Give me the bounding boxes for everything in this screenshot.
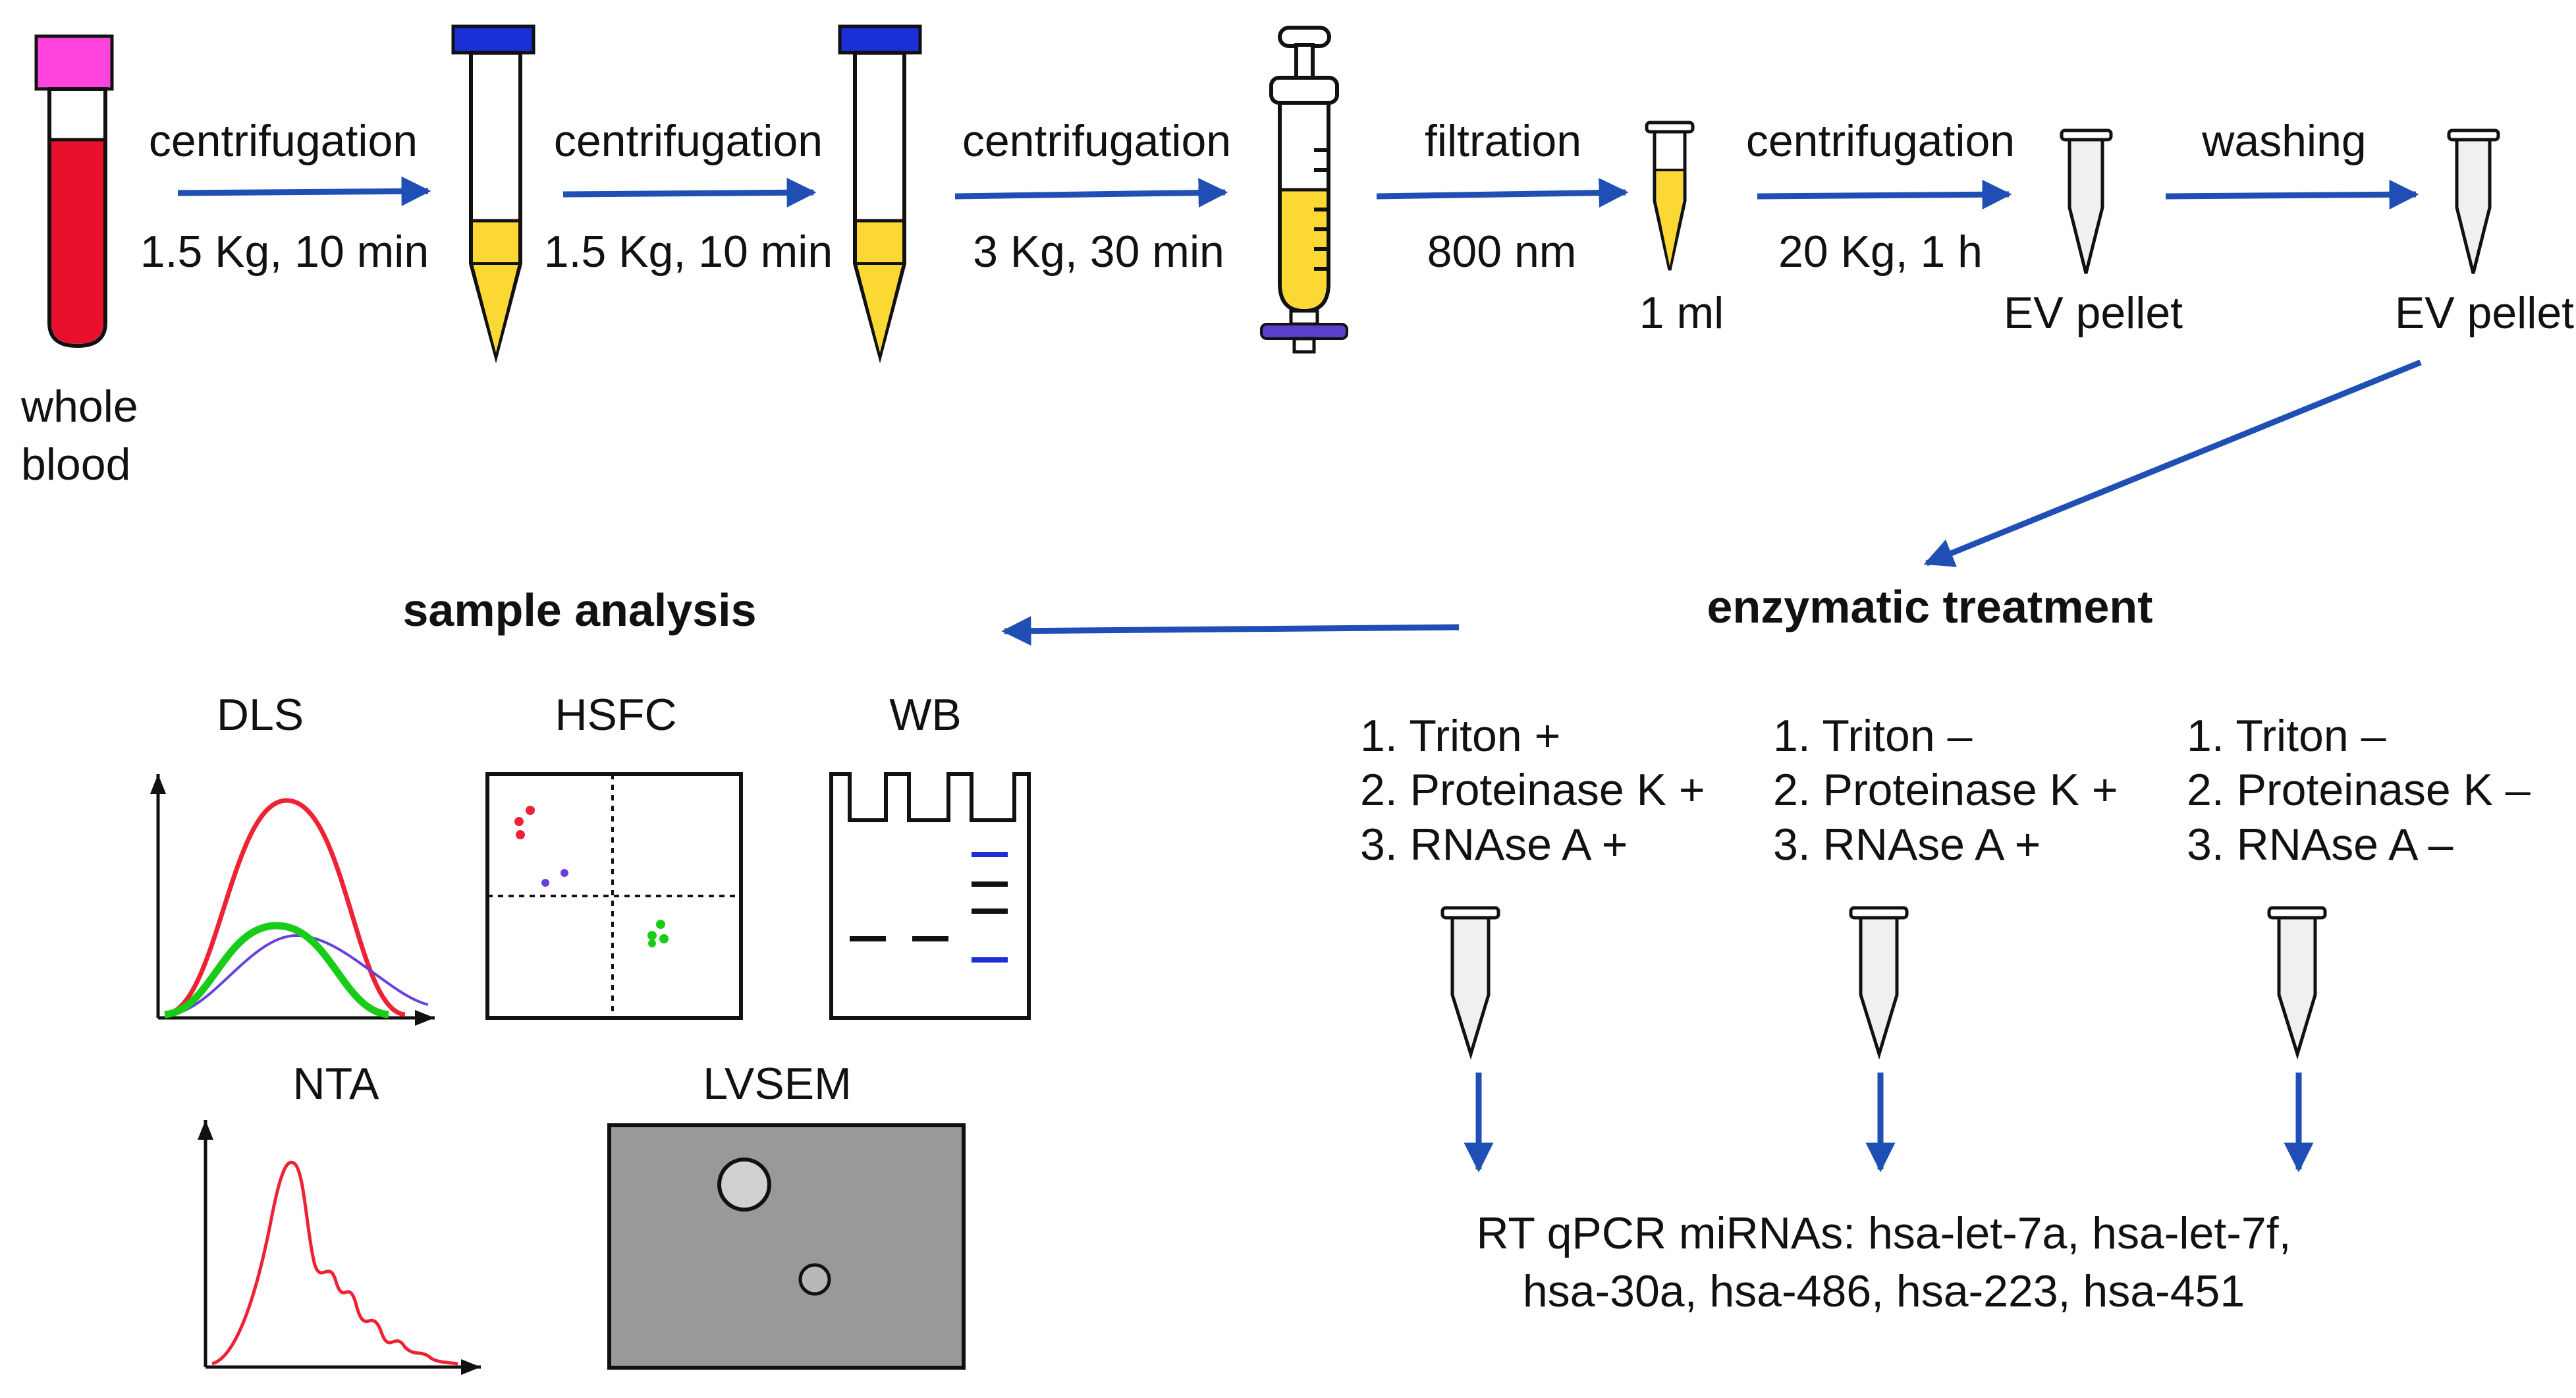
hsfc-label: HSFC [555, 690, 676, 740]
step6-label: washing [2201, 116, 2367, 166]
step1-label: centrifugation [149, 116, 418, 166]
condition-2-proteinase: 2. Proteinase K + [1773, 765, 2118, 815]
ev-pellet-label: EV pellet [2004, 288, 2183, 338]
condition-3-proteinase: 2. Proteinase K – [2187, 765, 2531, 815]
condition-2-rnase: 3. RNAse A + [1773, 820, 2041, 870]
centrifuge-tube-icon [838, 24, 922, 364]
step1-arrow [177, 176, 431, 206]
result-line1: RT qPCR miRNAs: hsa-let-7a, hsa-let-7f, [1477, 1208, 2291, 1258]
ev-pellet-tube-icon [2060, 128, 2113, 274]
to-analysis-arrow [1001, 616, 1460, 646]
volume-label: 1 ml [1639, 288, 1724, 338]
condition-2-triton: 1. Triton – [1773, 711, 1973, 761]
enzymatic-title: enzymatic treatment [1707, 581, 2153, 632]
ev-pellet-washed-label: EV pellet [2395, 288, 2574, 338]
step3-arrow [954, 178, 1228, 208]
step5-arrow [1757, 179, 2012, 210]
hsfc-plot-icon [485, 772, 743, 1020]
step3-condition: 3 Kg, 30 min [973, 227, 1224, 277]
dls-label: DLS [217, 690, 304, 740]
step2-label: centrifugation [554, 116, 823, 166]
nta-plot-icon [198, 1120, 481, 1375]
wb-label: WB [889, 690, 962, 740]
lvsem-image-icon [607, 1123, 966, 1370]
condition-group-1: 1. Triton + 2. Proteinase K + 3. RNAse A… [1360, 711, 1705, 870]
result-line2: hsa-30a, hsa-486, hsa-223, hsa-451 [1523, 1266, 2245, 1316]
step4-label: filtration [1425, 116, 1581, 166]
treatment-tube-icon [2267, 906, 2327, 1060]
blood-tube-icon [34, 34, 114, 349]
step2-condition: 1.5 Kg, 10 min [544, 227, 833, 277]
step3-label: centrifugation [962, 116, 1231, 166]
dls-plot-icon [150, 774, 435, 1026]
condition-1-triton: 1. Triton + [1360, 711, 1560, 761]
step4-condition: 800 nm [1427, 227, 1577, 277]
ev-pellet-tube-icon [2447, 128, 2500, 274]
whole-label: whole [20, 381, 138, 432]
condition-3-rnase: 3. RNAse A – [2187, 820, 2453, 870]
step2-arrow [562, 177, 817, 208]
nta-label: NTA [293, 1059, 380, 1109]
blood-label: blood [21, 439, 130, 489]
step5-condition: 20 Kg, 1 h [1778, 227, 1983, 277]
condition-3-triton: 1. Triton – [2187, 711, 2386, 761]
lvsem-label: LVSEM [703, 1059, 851, 1109]
treatment-tube-icon [1440, 906, 1500, 1060]
step6-arrow [2165, 179, 2419, 210]
condition-group-2: 1. Triton – 2. Proteinase K + 3. RNAse A… [1773, 711, 2118, 870]
step4-arrow [1376, 178, 1629, 208]
step1-condition: 1.5 Kg, 10 min [140, 227, 429, 277]
sample-analysis-title: sample analysis [403, 584, 757, 636]
microtube-icon [1645, 121, 1695, 271]
condition-1-proteinase: 2. Proteinase K + [1360, 765, 1705, 815]
centrifuge-tube-icon [451, 24, 535, 364]
syringe-icon [1260, 26, 1348, 354]
condition-1-rnase: 3. RNAse A + [1360, 820, 1628, 870]
condition-group-3: 1. Triton – 2. Proteinase K – 3. RNAse A… [2187, 711, 2531, 870]
to-enzymatic-arrow [1923, 359, 2422, 567]
step5-label: centrifugation [1746, 116, 2015, 166]
western-blot-icon [829, 772, 1031, 1020]
treatment-tube-icon [1849, 906, 1909, 1060]
